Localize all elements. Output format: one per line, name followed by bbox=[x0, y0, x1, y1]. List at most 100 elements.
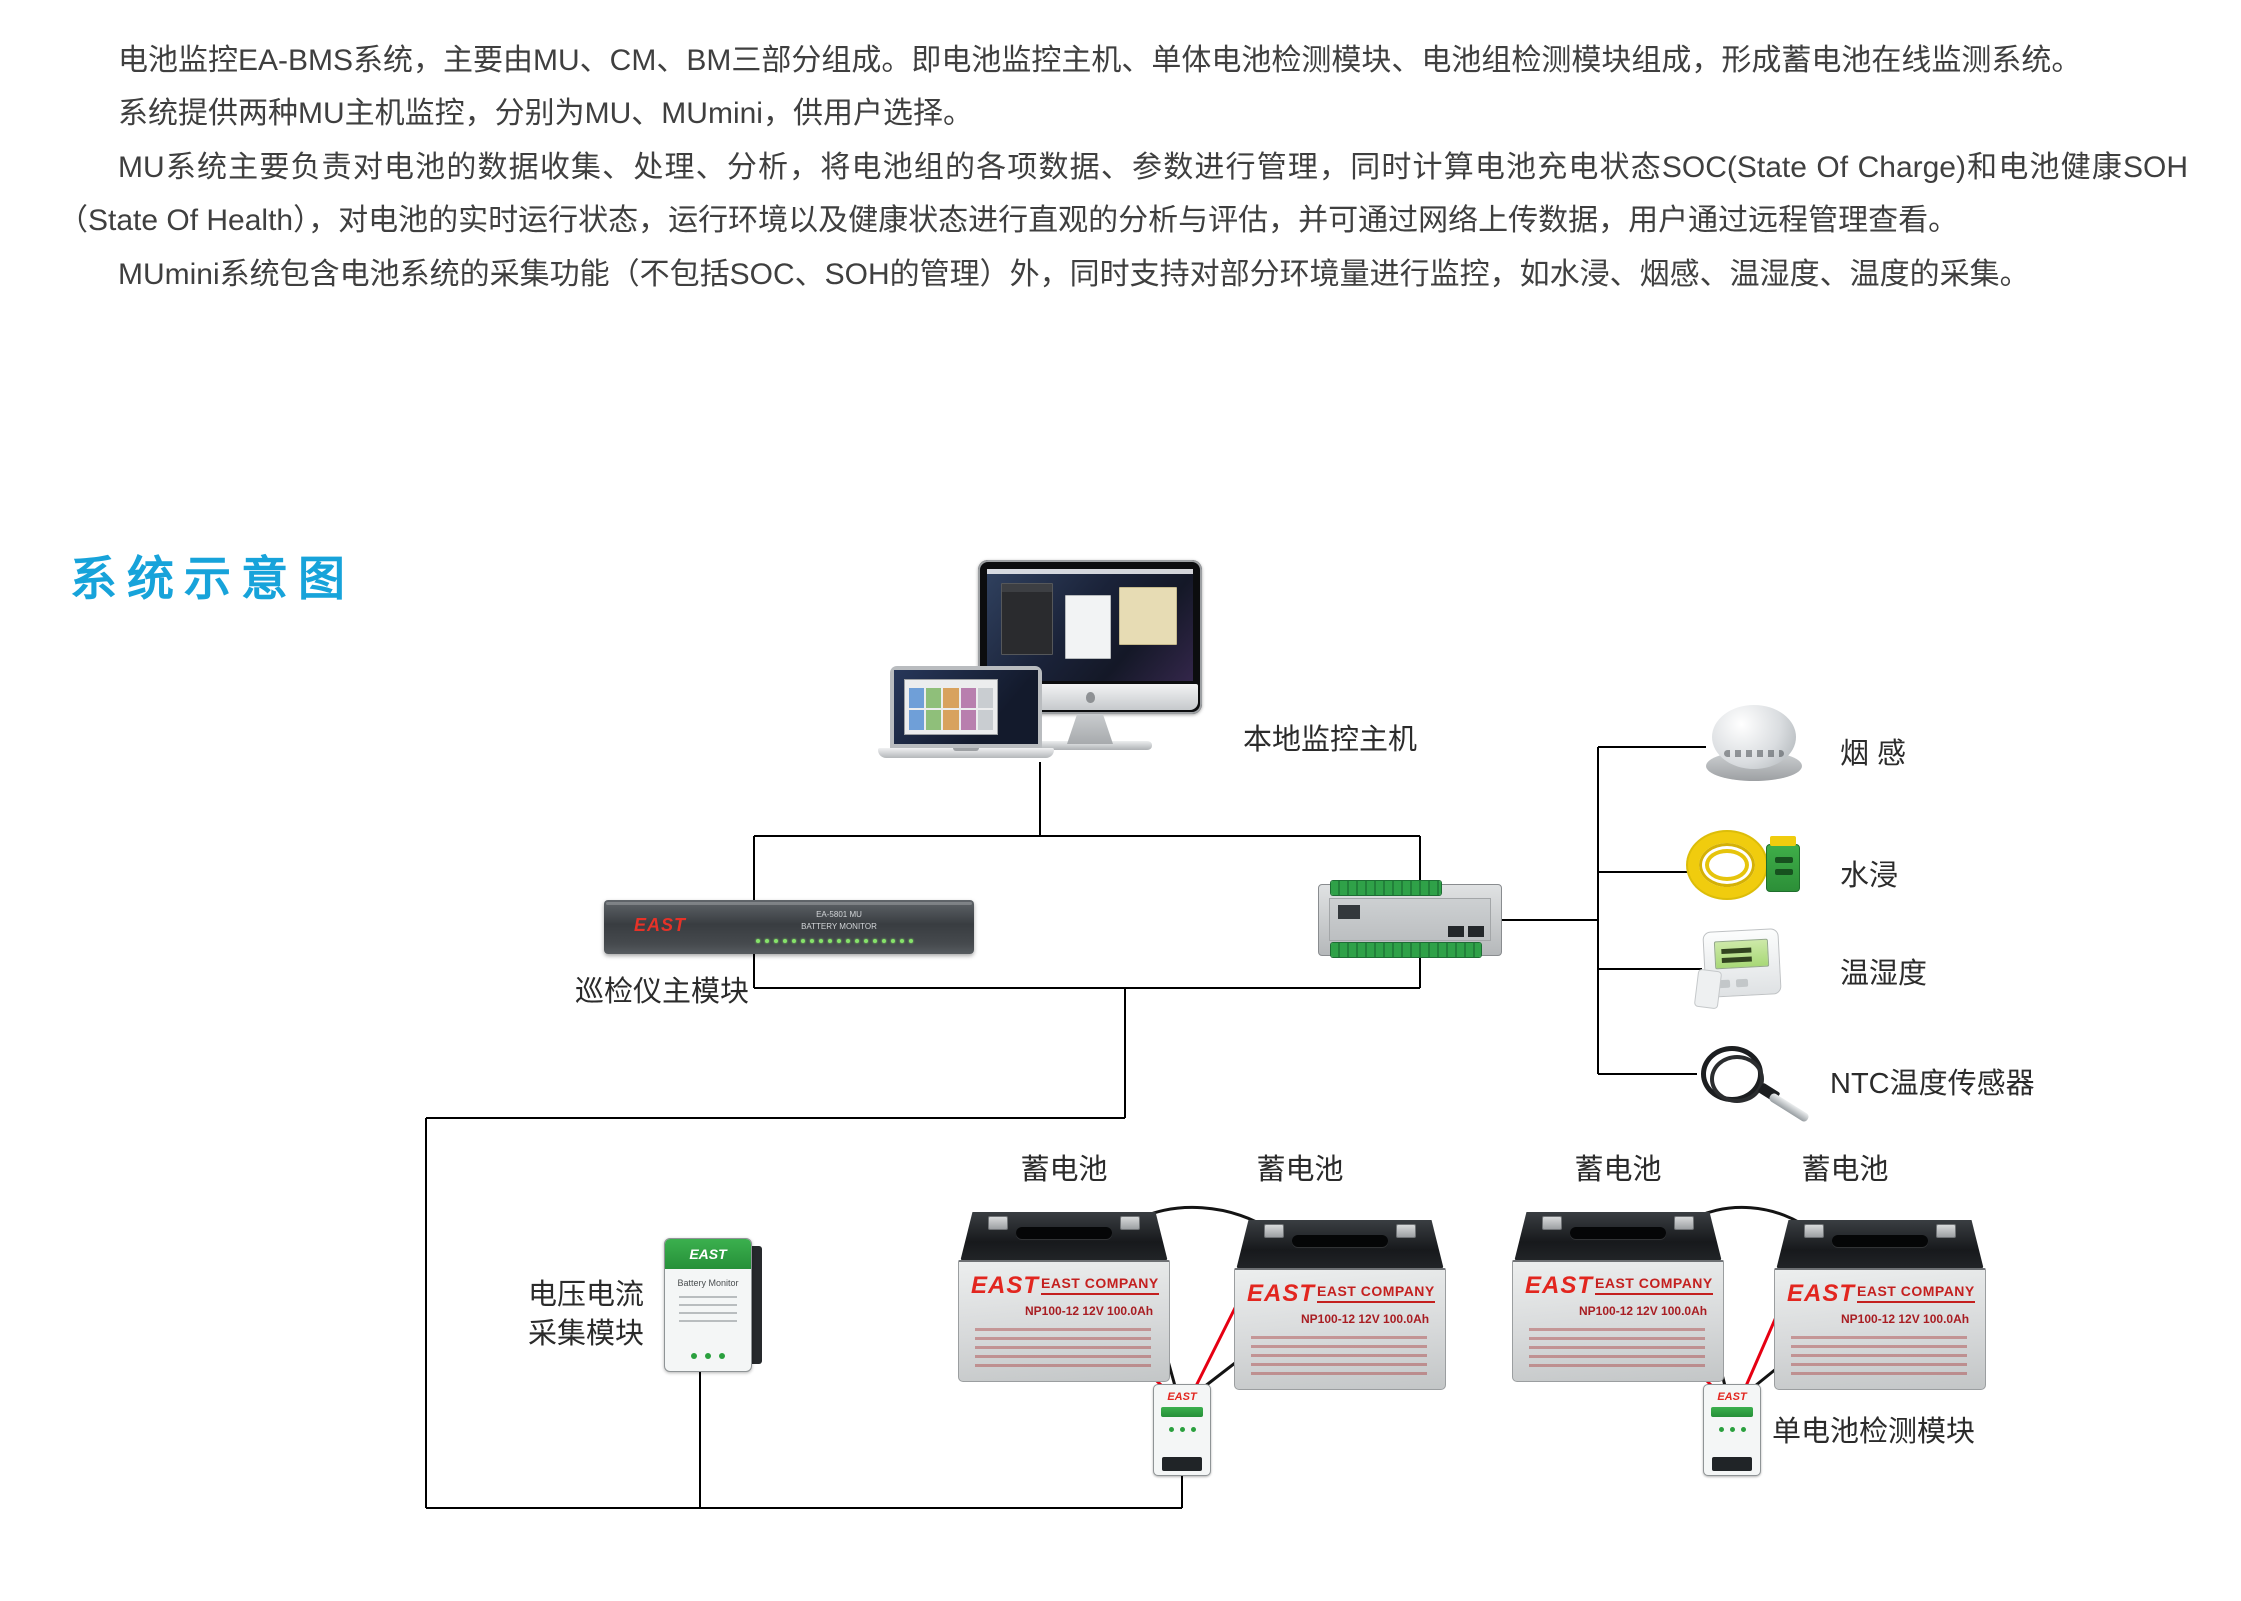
smoke-sensor-dome bbox=[1712, 705, 1796, 769]
label-battery-2: 蓄电池 bbox=[1256, 1154, 1344, 1186]
macbook-display bbox=[894, 670, 1038, 744]
battery-model-text: NP100-12 12V 100.0Ah bbox=[1025, 1304, 1154, 1318]
imac-display bbox=[987, 569, 1193, 681]
battery-front: EAST EAST COMPANY NP100-12 12V 100.0Ah bbox=[1512, 1260, 1724, 1382]
label-cm-module: 单电池检测模块 bbox=[1772, 1416, 1976, 1448]
screen-window bbox=[1065, 595, 1111, 659]
battery-terminal bbox=[1804, 1224, 1824, 1238]
label-mu-module: 巡检仪主模块 bbox=[575, 976, 750, 1008]
label-battery-1: 蓄电池 bbox=[1020, 1154, 1108, 1186]
imac-base bbox=[1028, 741, 1152, 750]
battery-terminal bbox=[1120, 1216, 1140, 1230]
diagram-heading: 系统示意图 bbox=[70, 552, 355, 605]
label-ntc-sensor: NTC温度传感器 bbox=[1830, 1068, 2035, 1100]
battery-handle bbox=[1292, 1235, 1388, 1247]
label-smoke-sensor: 烟 感 bbox=[1840, 738, 1907, 770]
battery-company-text: EAST COMPANY bbox=[1041, 1275, 1159, 1295]
temp-humidity-remote bbox=[1693, 968, 1723, 1010]
battery-brand-logo: EAST bbox=[1525, 1272, 1594, 1299]
temp-humidity-sensor-illustration bbox=[1693, 928, 1792, 1010]
cm-module-connector bbox=[1162, 1457, 1202, 1471]
terminal-block-top bbox=[1331, 881, 1441, 895]
water-sensor-terminal bbox=[1766, 836, 1800, 892]
apple-logo-icon bbox=[1085, 691, 1095, 703]
cm-module-connector bbox=[1712, 1457, 1752, 1471]
label-temp-humidity: 温湿度 bbox=[1840, 958, 1928, 990]
rack-model-text: EA-5801 MU BATTERY MONITOR bbox=[774, 909, 904, 933]
macbook-lid bbox=[890, 666, 1042, 748]
cm-module-strip bbox=[1161, 1407, 1203, 1417]
ntc-cable-loop bbox=[1701, 1046, 1764, 1103]
imac-illustration bbox=[978, 560, 1202, 750]
label-voltage-module-line2: 采集模块 bbox=[527, 1318, 644, 1351]
intro-paragraph-1: 电池监控EA-BMS系统，主要由MU、CM、BM三部分组成。即电池监控主机、单体… bbox=[118, 44, 2082, 77]
battery-illustration: EAST EAST COMPANY NP100-12 12V 100.0Ah bbox=[1234, 1220, 1446, 1390]
cm-module-brand: EAST bbox=[1717, 1391, 1747, 1403]
imac-stand bbox=[1067, 714, 1113, 744]
battery-terminal bbox=[1542, 1216, 1562, 1230]
battery-fineprint bbox=[1251, 1336, 1427, 1376]
voltage-module-brand: EAST bbox=[665, 1239, 751, 1269]
label-battery-3: 蓄电池 bbox=[1574, 1154, 1662, 1186]
battery-terminal bbox=[1674, 1216, 1694, 1230]
smoke-sensor-illustration bbox=[1704, 705, 1804, 785]
ntc-sensor-illustration bbox=[1695, 1038, 1813, 1123]
battery-fineprint bbox=[1791, 1336, 1967, 1376]
battery-model-text: NP100-12 12V 100.0Ah bbox=[1841, 1312, 1970, 1326]
battery-fineprint bbox=[975, 1328, 1151, 1368]
battery-illustration: EAST EAST COMPANY NP100-12 12V 100.0Ah bbox=[1774, 1220, 1986, 1390]
label-water-sensor: 水浸 bbox=[1840, 860, 1899, 892]
intro-paragraph-2: 系统提供两种MU主机监控，分别为MU、MUmini，供用户选择。 bbox=[118, 97, 973, 131]
battery-front: EAST EAST COMPANY NP100-12 12V 100.0Ah bbox=[1774, 1268, 1986, 1390]
battery-front: EAST EAST COMPANY NP100-12 12V 100.0Ah bbox=[958, 1260, 1170, 1382]
temp-humidity-screen bbox=[1713, 938, 1770, 970]
controller-ports bbox=[1448, 926, 1484, 937]
intro-paragraph-3: MU系统主要负责对电池的数据收集、处理、分析，将电池组的各项数据、参数进行管理，… bbox=[58, 150, 2188, 238]
battery-handle bbox=[1570, 1227, 1666, 1239]
voltage-module-fineprint bbox=[679, 1296, 737, 1322]
label-voltage-module-line1: 电压电流 bbox=[527, 1279, 644, 1311]
cm-module-brand: EAST bbox=[1167, 1391, 1197, 1403]
battery-handle bbox=[1016, 1227, 1112, 1239]
battery-terminal bbox=[1264, 1224, 1284, 1238]
rack-model-line1: EA-5801 MU bbox=[816, 910, 862, 919]
battery-brand-logo: EAST bbox=[1247, 1280, 1316, 1307]
battery-illustration: EAST EAST COMPANY NP100-12 12V 100.0Ah bbox=[1512, 1212, 1724, 1382]
rack-model-line2: BATTERY MONITOR bbox=[801, 922, 877, 931]
ntc-probe bbox=[1767, 1092, 1811, 1123]
battery-brand-logo: EAST bbox=[971, 1272, 1040, 1299]
battery-fineprint bbox=[1529, 1328, 1705, 1368]
battery-terminal bbox=[1936, 1224, 1956, 1238]
battery-company-text: EAST COMPANY bbox=[1857, 1283, 1975, 1303]
intro-paragraph-4: MUmini系统包含电池系统的采集功能（不包括SOC、SOH的管理）外，同时支持… bbox=[118, 257, 2030, 291]
battery-terminal bbox=[1396, 1224, 1416, 1238]
label-battery-4: 蓄电池 bbox=[1801, 1154, 1889, 1186]
voltage-module-name: Battery Monitor bbox=[677, 1278, 739, 1288]
battery-front: EAST EAST COMPANY NP100-12 12V 100.0Ah bbox=[1234, 1268, 1446, 1390]
controller-panel bbox=[1329, 898, 1491, 941]
cm-module-illustration: EAST bbox=[1703, 1384, 1761, 1476]
battery-illustration: EAST EAST COMPANY NP100-12 12V 100.0Ah bbox=[958, 1212, 1170, 1382]
bus-wires bbox=[425, 746, 1706, 1509]
cm-module-strip bbox=[1711, 1407, 1753, 1417]
battery-terminal bbox=[988, 1216, 1008, 1230]
battery-model-text: NP100-12 12V 100.0Ah bbox=[1301, 1312, 1430, 1326]
macbook-illustration bbox=[878, 666, 1054, 758]
battery-brand-logo: EAST bbox=[1787, 1280, 1856, 1307]
cm-module-leds bbox=[1704, 1427, 1760, 1432]
battery-model-text: NP100-12 12V 100.0Ah bbox=[1579, 1304, 1708, 1318]
macbook-base bbox=[878, 748, 1054, 758]
battery-company-text: EAST COMPANY bbox=[1595, 1275, 1713, 1295]
temp-humidity-buttons bbox=[1717, 978, 1749, 989]
menubar-strip bbox=[987, 569, 1193, 574]
screen-window bbox=[1001, 583, 1053, 655]
water-sensor-illustration bbox=[1688, 826, 1808, 908]
battery-company-text: EAST COMPANY bbox=[1317, 1283, 1435, 1303]
mu-rack-illustration: EAST EA-5801 MU BATTERY MONITOR bbox=[604, 900, 974, 954]
controller-illustration bbox=[1318, 881, 1502, 957]
controller-chip bbox=[1338, 905, 1360, 919]
screen-window bbox=[1119, 587, 1177, 645]
label-voltage-module: 电压电流 采集模块 bbox=[518, 1276, 654, 1354]
